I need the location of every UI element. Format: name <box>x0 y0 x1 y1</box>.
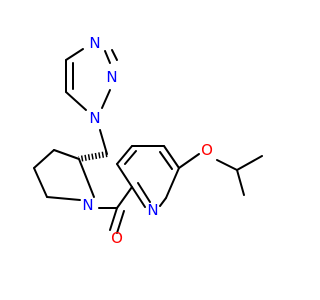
bond-isopropyl-methyl-b <box>236 169 245 196</box>
bond-pyrrolidine-c4-c5 <box>33 167 48 198</box>
bond-triazole-c4-n3 <box>65 48 84 61</box>
molecule-structure: N N N N O N O <box>33 34 263 247</box>
bond-pyridine-c5-c6-inner <box>159 151 173 170</box>
bond-pyrrolidine-c3-c4 <box>33 149 55 169</box>
bond-pyridine-c5-c6 <box>163 145 180 169</box>
atom-labels: N N N N O N O <box>82 34 213 247</box>
bond-pyridine-n-c2-inner <box>137 182 151 203</box>
bond-triazole-n1-c5 <box>65 91 87 111</box>
bond-carbonyl-c-o <box>109 207 118 231</box>
bond-pyridine-o <box>178 153 200 169</box>
bond-n1-ch2 <box>99 129 108 155</box>
stereo-hash-bond <box>78 151 108 162</box>
bond-pyridine-c7-n <box>159 197 167 207</box>
bond-pyrrolidine-c5-n <box>46 196 81 201</box>
bond-pyrrolidine-c2-c3 <box>53 149 80 160</box>
bonds <box>33 48 263 234</box>
carbonyl-oxygen: O <box>111 229 123 247</box>
bond-pyridine-c3-c4 <box>116 145 133 165</box>
bond-carbonyl-c-o-inner <box>116 210 125 234</box>
triazole-nitrogen-2: N <box>106 68 117 86</box>
bond-pyridine-c3-c4-inner <box>124 150 137 165</box>
bond-pyridine-c6-c7 <box>165 167 180 199</box>
triazole-nitrogen-3: N <box>89 34 100 52</box>
bond-triazole-n2-n1 <box>101 89 111 109</box>
ether-oxygen: O <box>201 141 213 159</box>
bond-pyridine-c2-c3 <box>116 163 133 188</box>
bond-triazole-n3-n2-inner <box>111 49 118 61</box>
bond-triazole-n3-n2 <box>104 50 111 64</box>
triazole-nitrogen-1: N <box>89 109 100 127</box>
bond-pyrrolidine-n-c2 <box>78 158 95 198</box>
pyrrolidine-nitrogen: N <box>82 196 93 214</box>
bond-o-isopropyl-c <box>216 159 238 171</box>
bond-carbonyl-c-pyridine <box>116 186 133 209</box>
bond-isopropyl-methyl-a <box>236 155 263 171</box>
bond-pyridine-n-c2 <box>131 186 146 208</box>
pyridine-nitrogen: N <box>147 201 158 219</box>
